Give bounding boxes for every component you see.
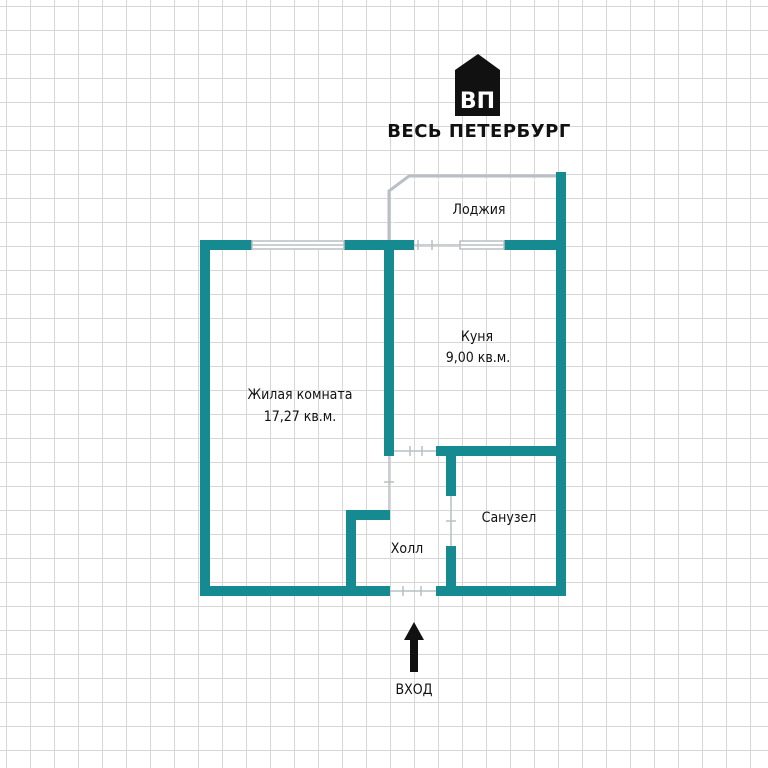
loggia-label: Лоджия [453, 202, 506, 218]
brand-logo: ВП ВЕСЬ ПЕТЕРБУРГ [387, 54, 571, 142]
house-logo-icon [455, 54, 500, 116]
loggia-outline-inner [392, 179, 560, 244]
arrow-up-icon [404, 622, 424, 672]
living-room-area: 17,27 кв.м. [264, 409, 337, 425]
entrance-label: ВХОД [395, 682, 432, 698]
kitchen-area: 9,00 кв.м. [446, 350, 511, 366]
walls [200, 172, 566, 596]
entrance-marker: ВХОД [395, 622, 433, 698]
hall-label: Холл [391, 541, 423, 557]
loggia-outline [387, 174, 563, 244]
living-room-label: Жилая комната [248, 387, 353, 403]
kitchen-label: Куня [461, 329, 493, 345]
brand-name: ВЕСЬ ПЕТЕРБУРГ [387, 121, 571, 142]
bathroom-label: Санузел [482, 510, 537, 526]
doors [384, 240, 460, 596]
windows [251, 240, 505, 250]
logo-monogram: ВП [460, 89, 495, 114]
